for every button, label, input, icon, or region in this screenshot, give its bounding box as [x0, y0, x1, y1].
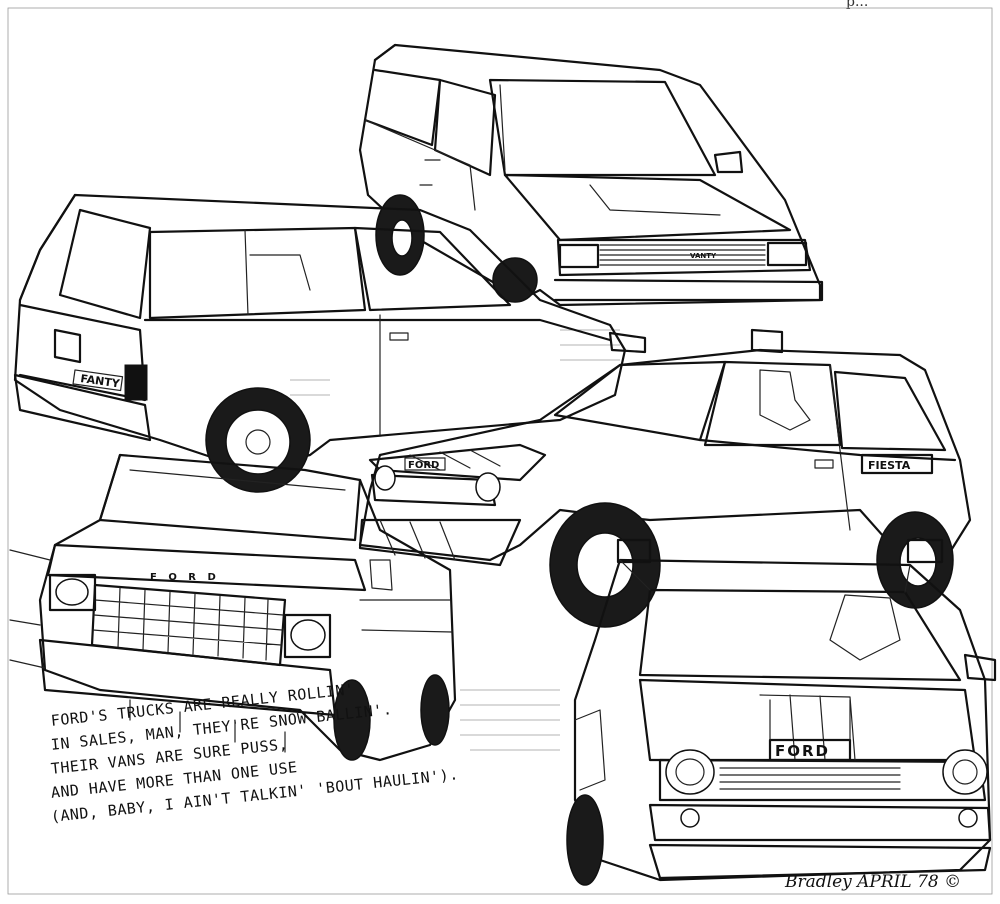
truck-hood-badge: F O R D [150, 572, 220, 583]
hatchback-side-badge: FIESTA [868, 459, 911, 472]
hatchback-front-badge: FORD [408, 460, 439, 471]
ford-car-bottom-right: FORD [566, 558, 997, 886]
van-front-badge: VANTY [690, 252, 717, 260]
corner-text-fragment: p... [846, 0, 869, 10]
hatchback-middle: FORD FIESTA [358, 328, 972, 628]
car-hood-badge: FORD [775, 742, 830, 760]
background-text-lines [290, 329, 620, 751]
page-border [7, 7, 993, 895]
station-wagon-left: FANTY [13, 193, 647, 493]
ford-van-bottom-left: F O R D [9, 453, 457, 762]
wagon-tailgate-badge: FANTY [80, 372, 122, 391]
van-top-right: VANTY [358, 43, 824, 307]
rhyme-caption: FORD'S TRUCKS ARE REALLY ROLLIN' IN SALE… [50, 680, 459, 872]
artist-signature: Bradley APRIL 78 © [785, 872, 962, 892]
